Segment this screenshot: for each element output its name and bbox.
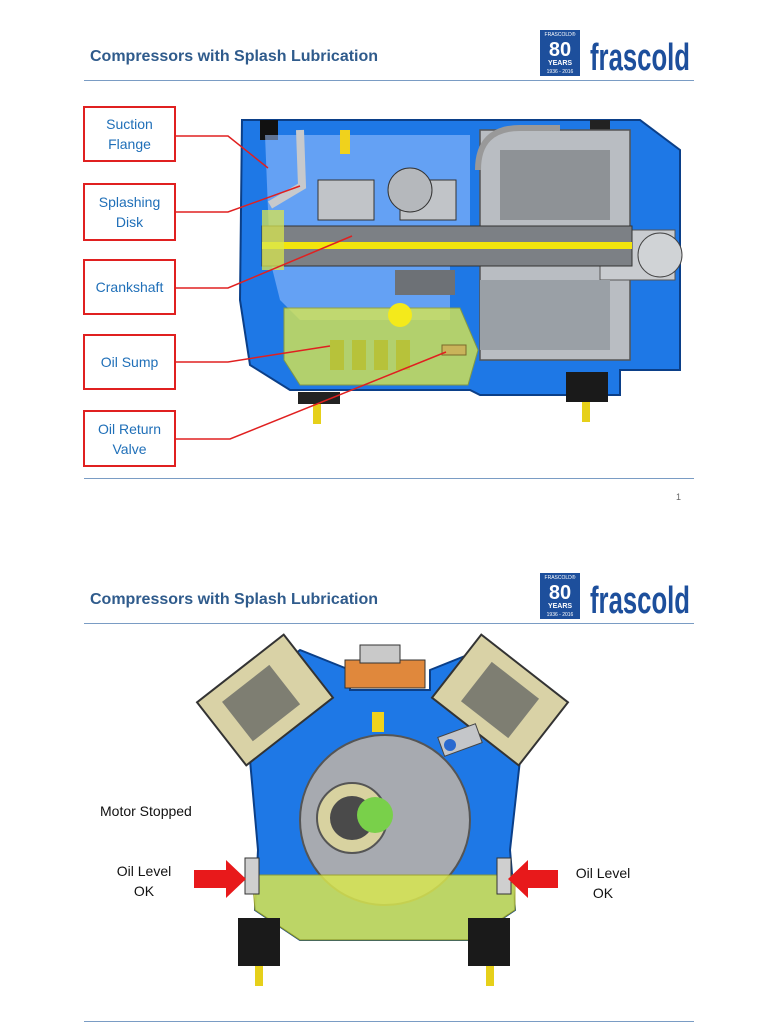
callout-suction-flange: Suction Flange: [83, 106, 176, 162]
badge-word: YEARS: [548, 60, 572, 67]
frascold-logo-graphic-2: FRASCOLD® 80 YEARS 1936 - 2016 frascold: [540, 573, 690, 621]
frascold-logo-graphic: FRASCOLD® 80 YEARS 1936 - 2016 frascold: [540, 30, 690, 78]
badge-number: 80: [549, 39, 571, 61]
slide1-footer-rule: [84, 478, 694, 479]
badge-top-text-2: FRASCOLD®: [545, 574, 576, 581]
label-oil-level-left: Oil Level OK: [116, 863, 172, 899]
badge-years-2: 1936 - 2016: [547, 612, 574, 618]
page-number: 1: [676, 492, 682, 502]
slide1-title: Compressors with Splash Lubrication: [90, 48, 379, 65]
brand-wordmark-2: frascold: [590, 580, 690, 621]
badge-years: 1936 - 2016: [547, 69, 574, 75]
callout-oil-return-valve: Oil Return Valve: [83, 410, 176, 467]
label-motor-stopped: Motor Stopped: [100, 803, 192, 819]
label-oil-level-right: Oil Level OK: [575, 865, 631, 901]
badge-top-text: FRASCOLD®: [545, 31, 576, 38]
badge-number-2: 80: [549, 582, 571, 604]
slide1-header-rule: [84, 80, 694, 81]
slide2-title: Compressors with Splash Lubrication: [90, 591, 379, 608]
brand-wordmark: frascold: [590, 37, 690, 78]
callout-splashing-disk: Splashing Disk: [83, 183, 176, 241]
callout-oil-sump: Oil Sump: [83, 334, 176, 390]
callout-crankshaft: Crankshaft: [83, 259, 176, 315]
slide2-header-rule: [84, 623, 694, 624]
frascold-logo-2: FRASCOLD® 80 YEARS 1936 - 2016 frascold: [540, 573, 695, 621]
frascold-logo: FRASCOLD® 80 YEARS 1936 - 2016 frascold: [540, 30, 695, 78]
badge-word-2: YEARS: [548, 603, 572, 610]
slide2-footer-rule: [84, 1021, 694, 1022]
